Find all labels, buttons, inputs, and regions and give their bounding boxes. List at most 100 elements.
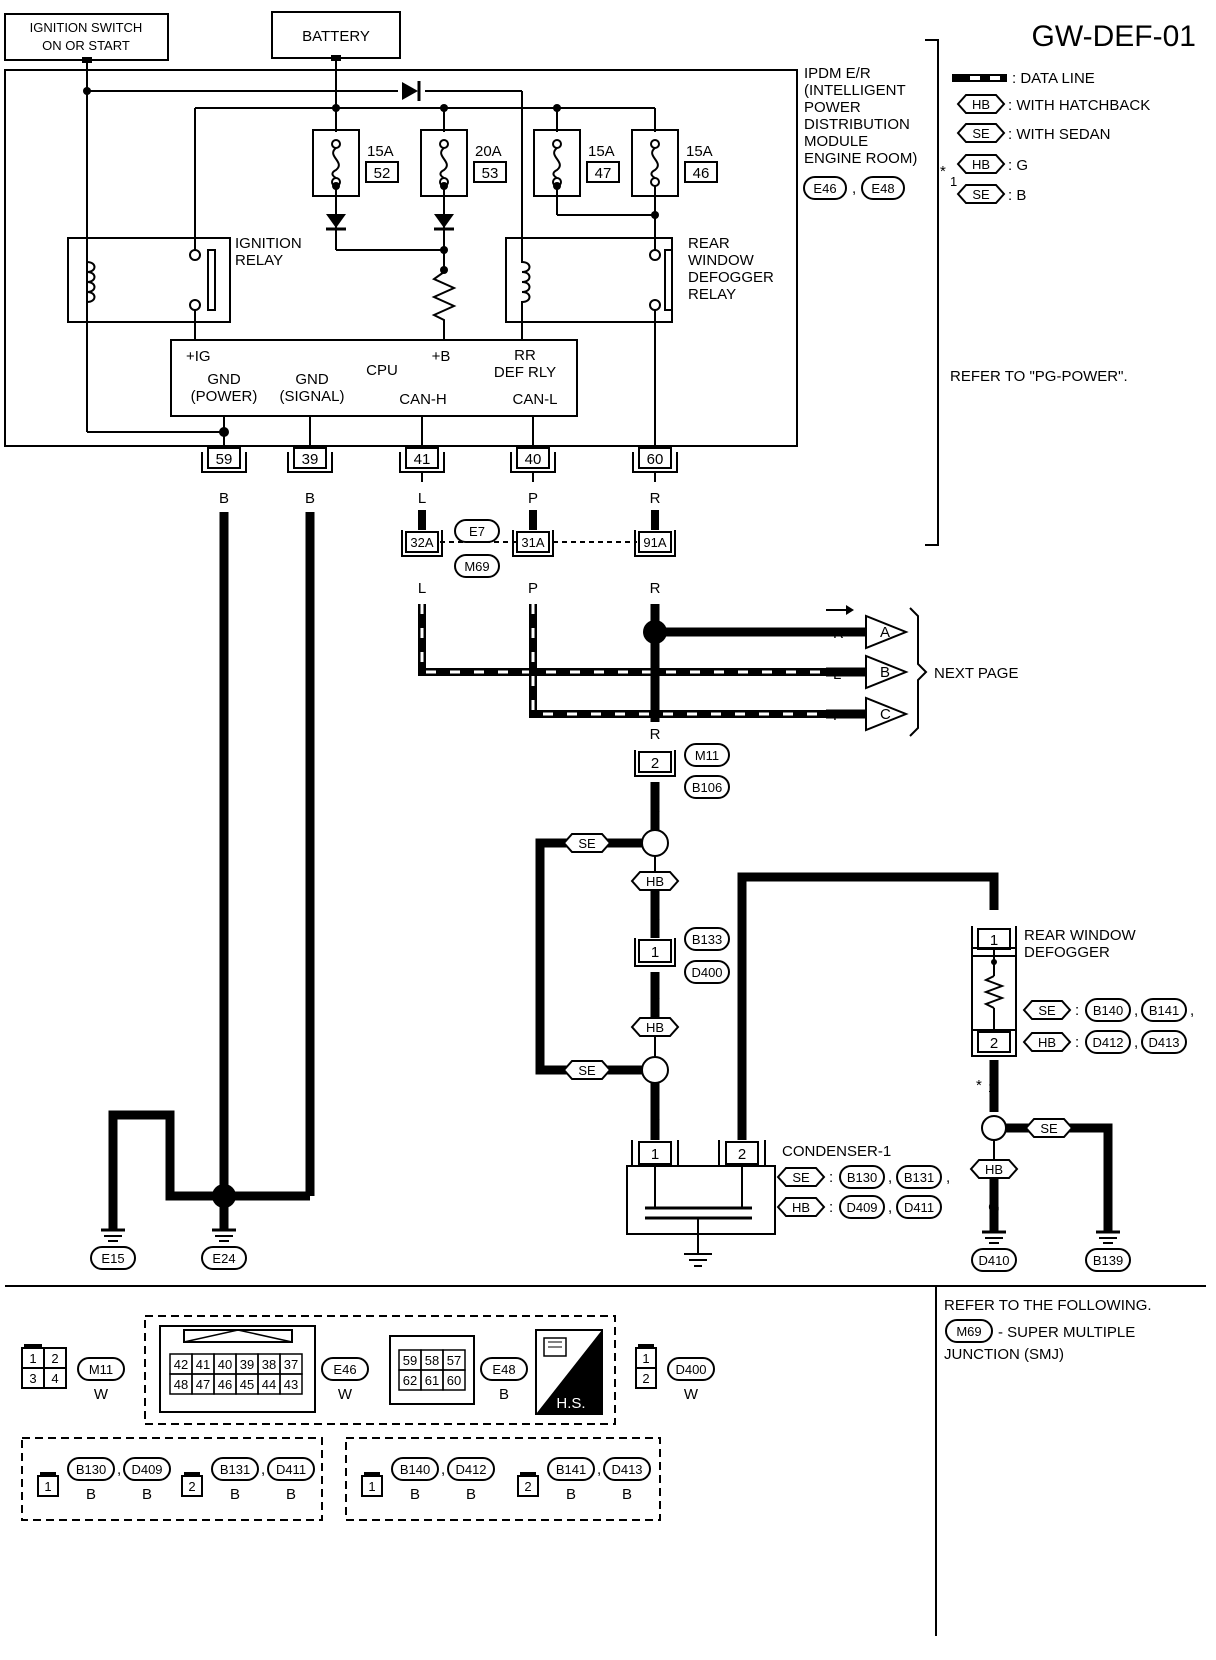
legend-hb-tag [956, 94, 1006, 114]
m11-face-color: W [94, 1386, 109, 1403]
cpu-rr-label: RR [514, 347, 536, 364]
svg-text:2: 2 [642, 1371, 649, 1386]
legend: : DATA LINE HB : WITH HATCHBACK SE : WIT… [940, 70, 1150, 204]
e46-cell-label: 38 [262, 1357, 276, 1372]
e46-cell-label: 44 [262, 1377, 276, 1392]
legend-hb: : WITH HATCHBACK [1008, 97, 1150, 114]
defogger-hb-tag-2-text: HB [985, 1162, 1003, 1177]
defogger-pin-1: 1 [990, 932, 998, 949]
battery-box: BATTERY [271, 11, 401, 59]
next-b: B [880, 664, 890, 681]
b133-connector: 1 B133 D400 [634, 927, 730, 984]
ground-d410-label: D410 [978, 1253, 1009, 1268]
svg-text::: : [829, 1199, 833, 1216]
e46-cell-label: 39 [240, 1357, 254, 1372]
junction-31a: 31A [521, 535, 544, 550]
m11-conn-name: M11 [695, 748, 719, 763]
e46-face-name: E46 [333, 1362, 356, 1377]
legend-se-tag-text: SE [972, 126, 990, 141]
condenser-pin-2: 2 [738, 1146, 746, 1163]
pin-39-label: 39 [302, 451, 319, 468]
next-page-a: A [865, 614, 909, 650]
d400-conn-name: D400 [691, 965, 722, 980]
ipdm-pin-40: 40 [510, 447, 556, 473]
svg-text:3: 3 [29, 1371, 36, 1386]
wire-b-defogger-top: B [989, 897, 999, 914]
condenser-d411: D411 [904, 1200, 934, 1215]
wire-condenser-defogger [737, 872, 999, 1140]
defogger-hb-tag: HB [1038, 1035, 1056, 1050]
wire-60-color: R [650, 490, 661, 507]
diagram-title: GW-DEF-01 [1032, 20, 1196, 53]
svg-text:B: B [622, 1486, 632, 1503]
option-splice-top [641, 829, 669, 857]
ground-wires-e15-e24 [108, 1110, 310, 1201]
junction-pin-32a: 32A [401, 530, 443, 557]
wire-l-color-2: L [418, 580, 426, 597]
svg-text:,: , [261, 1461, 265, 1478]
e46-cell-label: 45 [240, 1377, 254, 1392]
face-b140-d412: 1 B140 , D412 B B [361, 1457, 495, 1503]
wire-b-b139: B [1103, 1199, 1113, 1216]
rear-relay-label-3: DEFOGGER [688, 269, 774, 286]
refer-line-3: JUNCTION (SMJ) [944, 1346, 1064, 1363]
defogger-hb-tag-2: HB [969, 1159, 1019, 1179]
cpu-gnd-power-1: GND [207, 371, 241, 388]
ignition-switch-box: IGNITION SWITCH ON OR START [4, 13, 169, 61]
cpu-pin-wires [219, 416, 656, 452]
defogger-label-2: DEFOGGER [1024, 944, 1110, 961]
defogger-d412: D412 [1092, 1035, 1123, 1050]
battery-feed-wires [194, 55, 656, 250]
defogger-se-conns: SE : B140 , B141 , [1022, 998, 1194, 1022]
d400-face-name: D400 [675, 1362, 706, 1377]
hb-tag-bottom-text: HB [646, 1020, 664, 1035]
ipdm-pin-59: 59 [201, 447, 247, 473]
wire-b-condenser: B [737, 1107, 747, 1124]
face-b141-d413: 2 B141 , D413 B B [517, 1457, 651, 1503]
fuse-46-amp: 15A [686, 143, 713, 160]
next-page-label: NEXT PAGE [934, 665, 1018, 682]
rear-relay-label-1: REAR [688, 235, 730, 252]
m11-connector: 2 M11 B106 [634, 743, 730, 799]
e46-cell [279, 1373, 303, 1395]
svg-text:,: , [852, 180, 856, 197]
e48-cell-label: 58 [425, 1353, 439, 1368]
junction-91a: 91A [643, 535, 666, 550]
svg-text:D409: D409 [131, 1462, 162, 1477]
e46-cell-label: 42 [174, 1357, 188, 1372]
defogger-b141: B141 [1149, 1003, 1179, 1018]
svg-text:B: B [566, 1486, 576, 1503]
legend-hb-tag-text: HB [972, 97, 990, 112]
ipdm-name-6: ENGINE ROOM) [804, 150, 917, 167]
condenser-se-conns: SE : B130 , B131 , [776, 1165, 950, 1189]
defogger-se-tag: SE [1038, 1003, 1056, 1018]
svg-text:B141: B141 [556, 1462, 586, 1477]
legend-data-line: : DATA LINE [1012, 70, 1095, 87]
ipdm-name-2: (INTELLIGENT [804, 82, 906, 99]
cpu-box: +IG GND (POWER) GND (SIGNAL) CPU +B CAN-… [170, 339, 578, 417]
defogger-se-tag-2-text: SE [1040, 1121, 1058, 1136]
rear-window-defogger: 1 2 [971, 926, 1017, 1057]
ipdm-box [4, 69, 798, 447]
b133-pin: 1 [651, 944, 659, 961]
junction-conn-e7: E7 [454, 519, 500, 543]
rear-relay-label-2: WINDOW [688, 252, 755, 269]
ground-e15-color: B [108, 1147, 118, 1164]
hs-icon: H.S. [535, 1329, 603, 1415]
defogger-option-splice [981, 1115, 1007, 1141]
next-c: C [880, 706, 891, 723]
e46-cell-label: 47 [196, 1377, 210, 1392]
star-ref: * [976, 1077, 982, 1094]
e48-cell-label: 61 [425, 1373, 439, 1388]
svg-text:2: 2 [524, 1479, 531, 1494]
e46-cell-label: 48 [174, 1377, 188, 1392]
svg-text:B: B [86, 1486, 96, 1503]
svg-text:D411: D411 [276, 1462, 306, 1477]
svg-text:4: 4 [51, 1371, 58, 1386]
legend-bracket [925, 39, 939, 546]
refer-line-2: - SUPER MULTIPLE [998, 1324, 1135, 1341]
e48-face-color: B [499, 1386, 509, 1403]
fuse-52: 15A 52 [312, 129, 399, 197]
